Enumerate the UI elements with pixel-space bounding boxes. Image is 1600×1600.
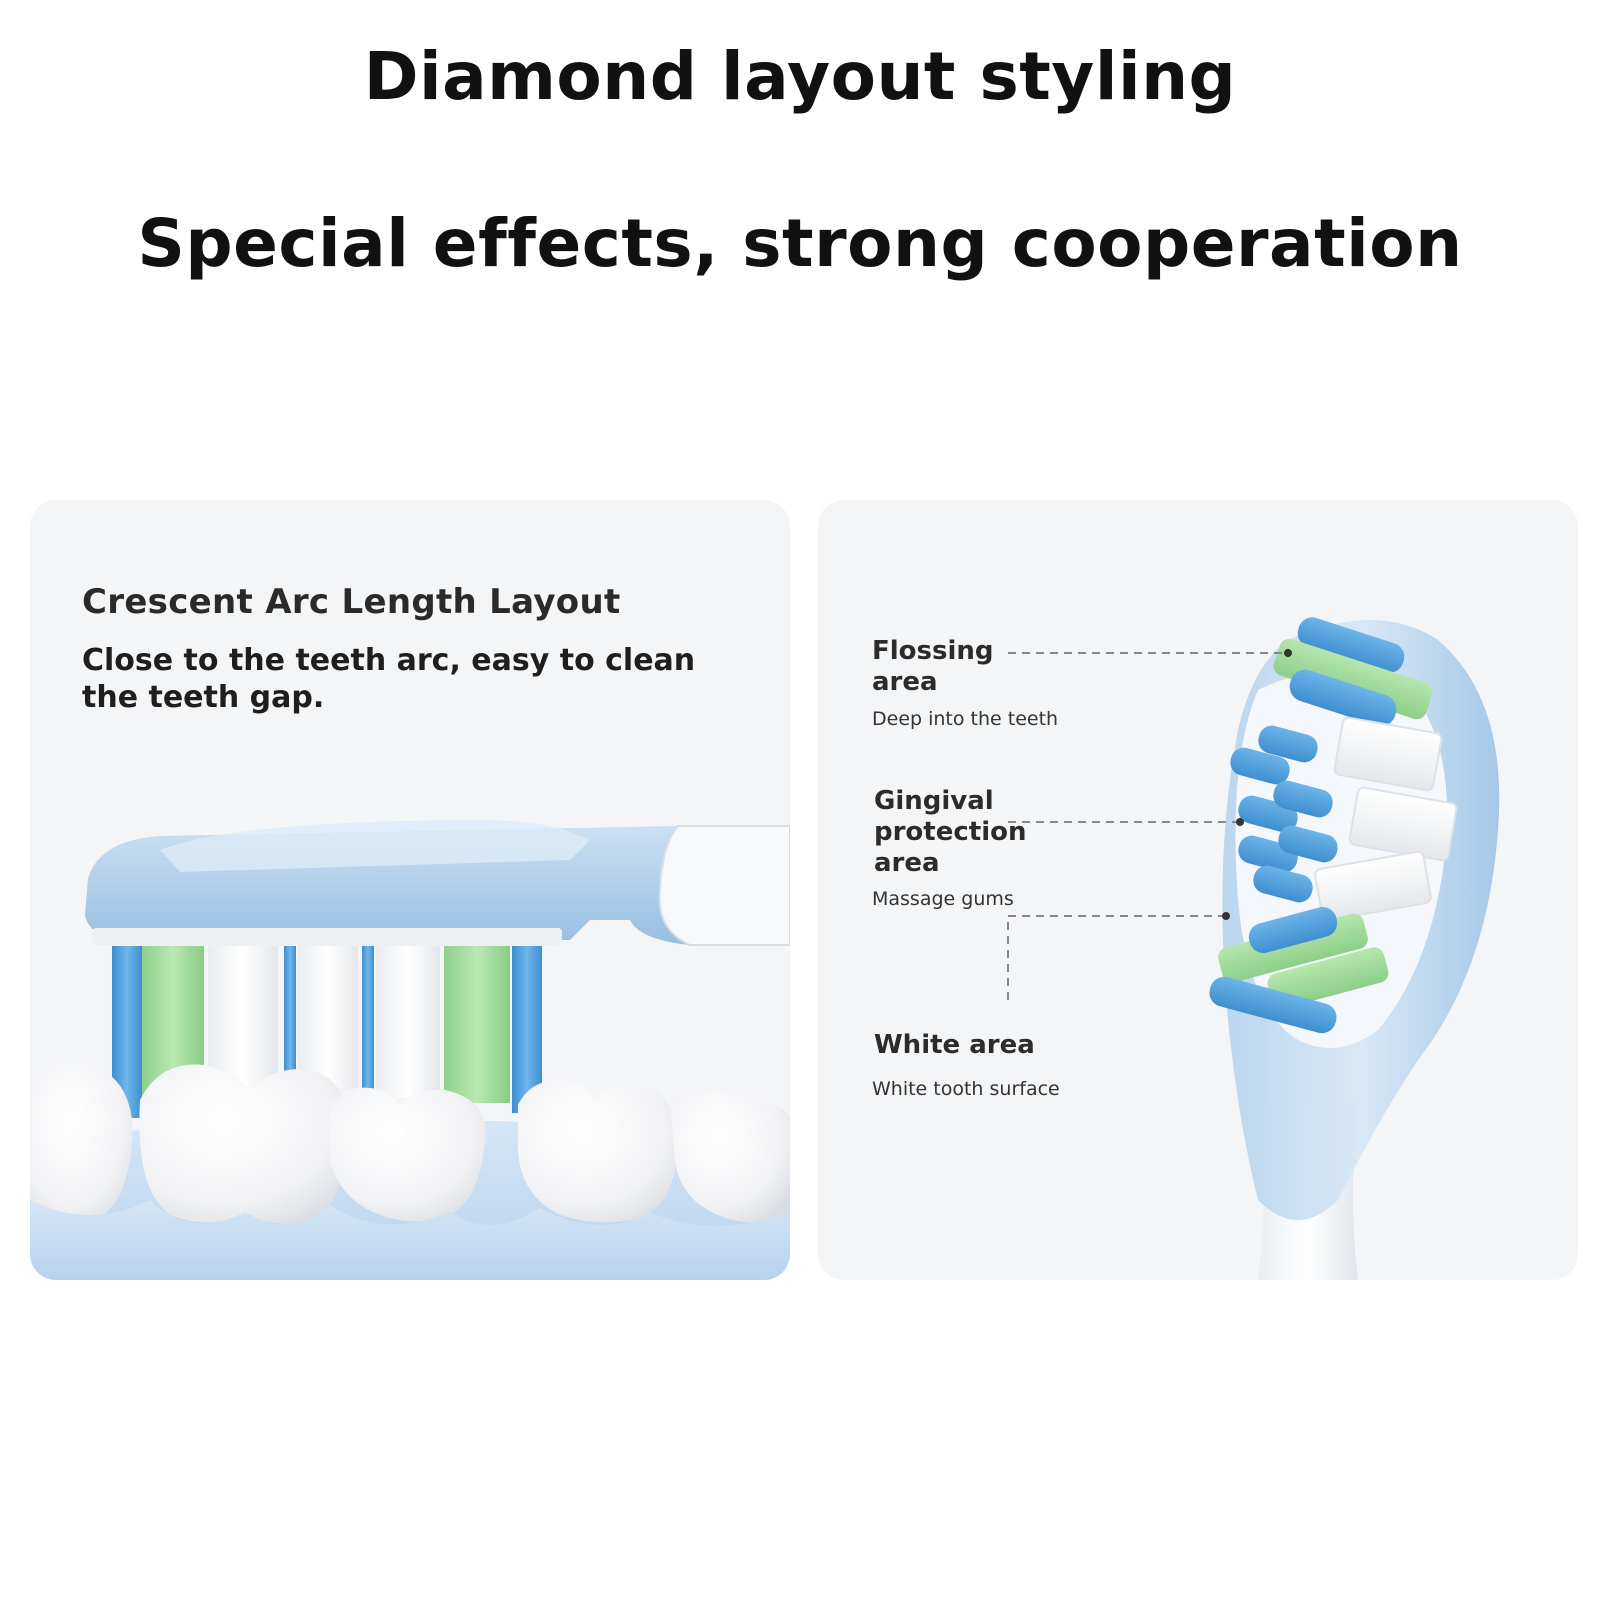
brush-head-side [85,819,790,946]
gingival-area-subtitle: Massage gums [872,888,1014,910]
crescent-layout-panel: Crescent Arc Length Layout Close to the … [30,500,790,1280]
gingival-area-title: Gingival protection area [874,786,1027,878]
callout-leader-lines [1007,652,1286,1000]
flossing-area-subtitle: Deep into the teeth [872,708,1059,730]
bristle-rows [112,938,542,1118]
panel-description-crescent: Close to the teeth arc, easy to clean th… [82,643,696,715]
panel-title-crescent: Crescent Arc Length Layout [82,582,621,622]
bristle-tufts [1209,617,1458,1034]
flossing-area-title: Flossing area [872,636,994,697]
teeth-row [30,1064,790,1225]
white-area-title: White area [874,1030,1035,1060]
headline-secondary: Special effects, strong cooperation [137,205,1463,282]
white-area-subtitle: White tooth surface [872,1078,1060,1100]
bristle-zones-panel: Flossing area Deep into the teeth Gingiv… [818,500,1578,1280]
brush-over-teeth-illustration [30,819,790,1280]
headline-primary: Diamond layout styling [363,38,1237,115]
brush-head-front-illustration [1007,617,1500,1280]
